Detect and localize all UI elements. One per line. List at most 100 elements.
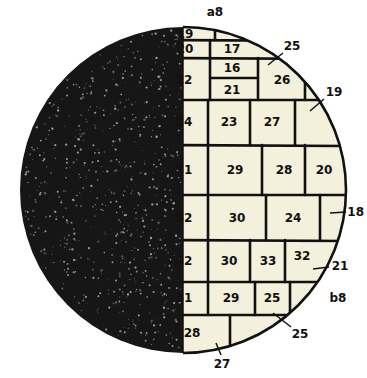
stipple-dot: [109, 160, 111, 162]
stipple-dot: [128, 319, 129, 320]
stipple-dot: [100, 187, 102, 189]
stipple-dot: [108, 278, 110, 280]
stipple-dot: [69, 115, 70, 116]
stipple-dot: [40, 192, 42, 194]
stipple-dot: [115, 201, 117, 203]
outer-label: b8: [330, 292, 347, 304]
stipple-dot: [113, 125, 115, 127]
stipple-dot: [90, 185, 92, 187]
stipple-dot: [128, 225, 129, 226]
stipple-dot: [33, 149, 35, 151]
stipple-dot: [176, 287, 178, 289]
stipple-dot: [178, 280, 180, 282]
stipple-dot: [126, 99, 127, 100]
stipple-dot: [167, 276, 169, 278]
stipple-dot: [79, 192, 80, 193]
stipple-dot: [109, 228, 111, 230]
stipple-dot: [62, 99, 63, 100]
stipple-dot: [143, 272, 144, 273]
stipple-dot: [165, 155, 166, 156]
stipple-dot: [95, 204, 96, 205]
stipple-dot: [87, 258, 88, 259]
stipple-dot: [34, 199, 36, 201]
stipple-dot: [80, 114, 81, 115]
stipple-dot: [175, 308, 176, 309]
stipple-dot: [117, 64, 119, 66]
stipple-dot: [155, 166, 157, 168]
stipple-dot: [114, 170, 116, 172]
stipple-dot: [110, 160, 112, 162]
cell-number: 20: [177, 43, 194, 55]
stipple-dot: [151, 320, 153, 322]
stipple-dot: [123, 228, 125, 230]
stipple-dot: [122, 258, 124, 260]
stipple-dot: [56, 216, 57, 217]
stipple-dot: [142, 282, 144, 284]
stipple-dot: [30, 233, 32, 235]
stipple-dot: [122, 291, 123, 292]
stipple-dot: [49, 102, 51, 104]
stipple-dot: [153, 291, 155, 293]
stipple-dot: [75, 204, 77, 206]
stipple-dot: [127, 128, 129, 130]
stipple-dot: [49, 199, 51, 201]
stipple-dot: [110, 201, 112, 203]
stipple-dot: [74, 239, 76, 241]
stipple-dot: [166, 201, 168, 203]
stipple-dot: [139, 134, 141, 136]
stipple-dot: [75, 83, 77, 85]
stipple-dot: [54, 144, 56, 146]
stipple-dot: [141, 73, 143, 75]
stipple-dot: [65, 144, 67, 146]
stipple-dot: [78, 240, 79, 241]
stipple-dot: [123, 231, 125, 233]
cell-number: 24: [285, 212, 302, 224]
cell-number: 24: [176, 116, 193, 128]
stipple-dot: [116, 159, 118, 161]
stipple-dot: [133, 161, 135, 163]
stipple-dot: [128, 99, 129, 100]
stipple-dot: [120, 164, 121, 165]
stipple-dot: [119, 288, 121, 290]
stipple-dot: [124, 214, 126, 216]
stipple-dot: [115, 235, 117, 237]
stipple-dot: [106, 91, 108, 93]
stipple-dot: [92, 277, 94, 279]
stipple-dot: [99, 54, 101, 56]
stipple-dot: [108, 289, 109, 290]
stipple-dot: [158, 88, 160, 90]
stipple-dot: [40, 246, 42, 248]
stipple-dot: [79, 87, 81, 89]
stipple-dot: [164, 41, 166, 43]
stipple-dot: [81, 133, 83, 135]
stipple-dot: [151, 136, 152, 137]
stipple-dot: [39, 154, 41, 156]
cell-number: 19: [177, 28, 194, 40]
stipple-dot: [60, 245, 61, 246]
stipple-dot: [83, 300, 85, 302]
stipple-dot: [94, 112, 96, 114]
stipple-dot: [34, 216, 35, 217]
stipple-dot: [161, 40, 163, 42]
stipple-dot: [140, 332, 142, 334]
stipple-dot: [145, 116, 147, 118]
stipple-dot: [114, 148, 116, 150]
stipple-dot: [154, 117, 155, 118]
stipple-dot: [112, 145, 113, 146]
stipple-dot: [51, 127, 52, 128]
stipple-dot: [67, 274, 69, 276]
stipple-dot: [76, 129, 78, 131]
stipple-dot: [27, 211, 29, 213]
stipple-dot: [145, 340, 147, 342]
stipple-dot: [95, 215, 96, 216]
stipple-dot: [160, 79, 162, 81]
stipple-dot: [164, 215, 166, 217]
cell-number: 16: [224, 62, 241, 74]
stipple-dot: [84, 165, 85, 166]
stipple-dot: [130, 178, 132, 180]
stipple-dot: [113, 303, 114, 304]
cell-number: 21: [224, 84, 241, 96]
stipple-dot: [178, 347, 180, 349]
stipple-dot: [167, 307, 169, 309]
